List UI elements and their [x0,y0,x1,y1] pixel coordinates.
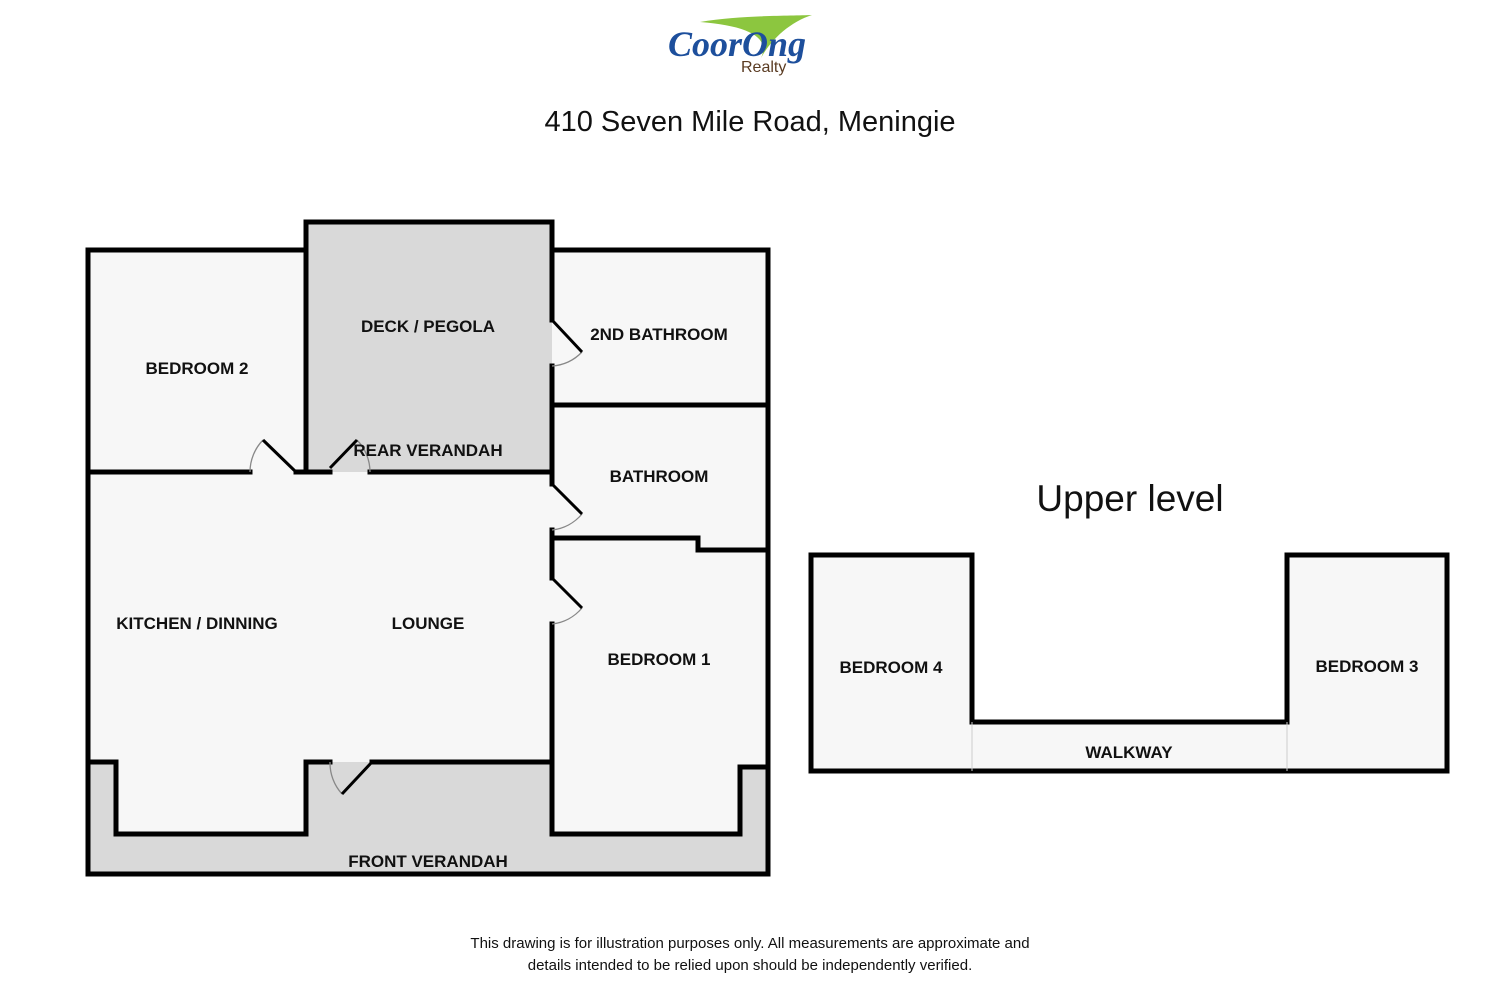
room-lounge: LOUNGE [392,614,465,633]
door-bathroom [550,482,584,531]
room-bedroom-3: BEDROOM 3 [1316,657,1419,676]
wall-bath-bottom [549,535,771,553]
room-rear-verandah: REAR VERANDAH [353,441,502,460]
logo-swoosh-icon [700,15,812,60]
door-bedroom2 [249,438,298,474]
deck-fill [306,222,552,472]
second-bathroom-fill [552,250,768,405]
disclaimer-line-1: This drawing is for illustration purpose… [470,935,1030,952]
company-logo: CoorOng Realty [668,15,812,76]
room-deck-pegola: DECK / PEGOLA [361,317,495,336]
kitchen-alcove-fill [116,762,306,834]
wall-front-left [85,759,333,837]
ground-floor: BEDROOM 2 DECK / PEGOLA REAR VERANDAH 2N… [85,219,771,877]
room-front-verandah: FRONT VERANDAH [348,852,508,871]
logo-brand: CoorOng [668,24,806,64]
room-walkway: WALKWAY [1085,743,1173,762]
front-verandah-fill [88,762,768,874]
room-2nd-bathroom: 2ND BATHROOM [590,325,728,344]
disclaimer-line-2: details intended to be relied upon shoul… [527,957,973,974]
disclaimer: This drawing is for illustration purpose… [400,933,1100,977]
door-bedroom-1 [550,576,584,625]
room-kitchen-dining: KITCHEN / DINNING [116,614,278,633]
room-bedroom-2: BEDROOM 2 [146,359,249,378]
door-2nd-bathroom [550,318,584,367]
property-address-title: 410 Seven Mile Road, Meningie [544,106,956,138]
upper-floor: BEDROOM 4 WALKWAY BEDROOM 3 [808,552,1450,774]
bedroom-1-fill [552,538,768,834]
bathroom-fill [552,405,768,548]
wall-front-right [369,759,771,837]
room-bedroom-4: BEDROOM 4 [840,658,944,677]
upper-outer-wall [808,552,1450,774]
upper-level-title: Upper level [1036,478,1224,519]
room-bathroom: BATHROOM [610,467,709,486]
door-rear-verandah [328,438,371,473]
main-living-fill [88,472,552,762]
logo-sub: Realty [741,59,786,76]
room-bedroom-1: BEDROOM 1 [608,650,711,669]
door-front [329,760,374,796]
bedroom-2-fill [88,250,306,472]
